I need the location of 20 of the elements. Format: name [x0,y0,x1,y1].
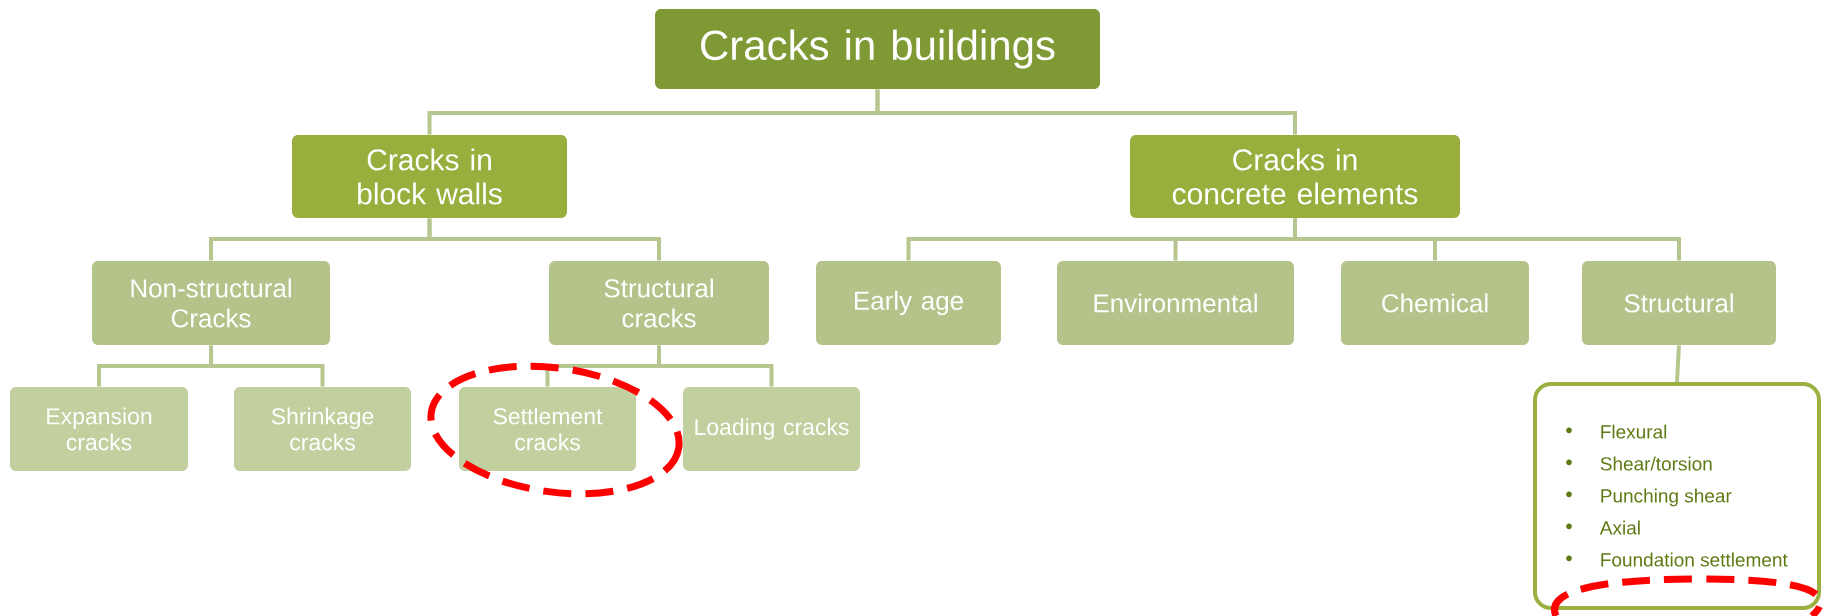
connector-line [657,345,774,387]
subcategory-box: Early age [816,261,1001,345]
category-box: Cracks in block walls [292,135,567,218]
connector-line [875,89,1297,135]
bullet-list-box: Flexural Shear/torsion Punching shear Axial Foundation settlement [1533,382,1821,610]
connector-line [1675,345,1681,383]
category-box: Cracks in concrete elements [1130,135,1460,218]
connector-line [427,218,661,261]
subcategory-box: Non-structural Cracks [92,261,330,345]
subcategory-box: Chemical [1341,261,1529,345]
connector-line [209,345,325,387]
title-box: Cracks in buildings [655,9,1100,89]
subcategory-box: Structural cracks [549,261,769,345]
subcategory-box: Structural [1582,261,1776,345]
crack-type-box: Expansion cracks [10,387,188,471]
subcategory-box: Environmental [1057,261,1294,345]
connector-line [1293,218,1681,261]
crack-type-box: Loading cracks [683,387,860,471]
crack-type-box: Shrinkage cracks [234,387,411,471]
crack-type-box: Settlement cracks [459,387,636,471]
